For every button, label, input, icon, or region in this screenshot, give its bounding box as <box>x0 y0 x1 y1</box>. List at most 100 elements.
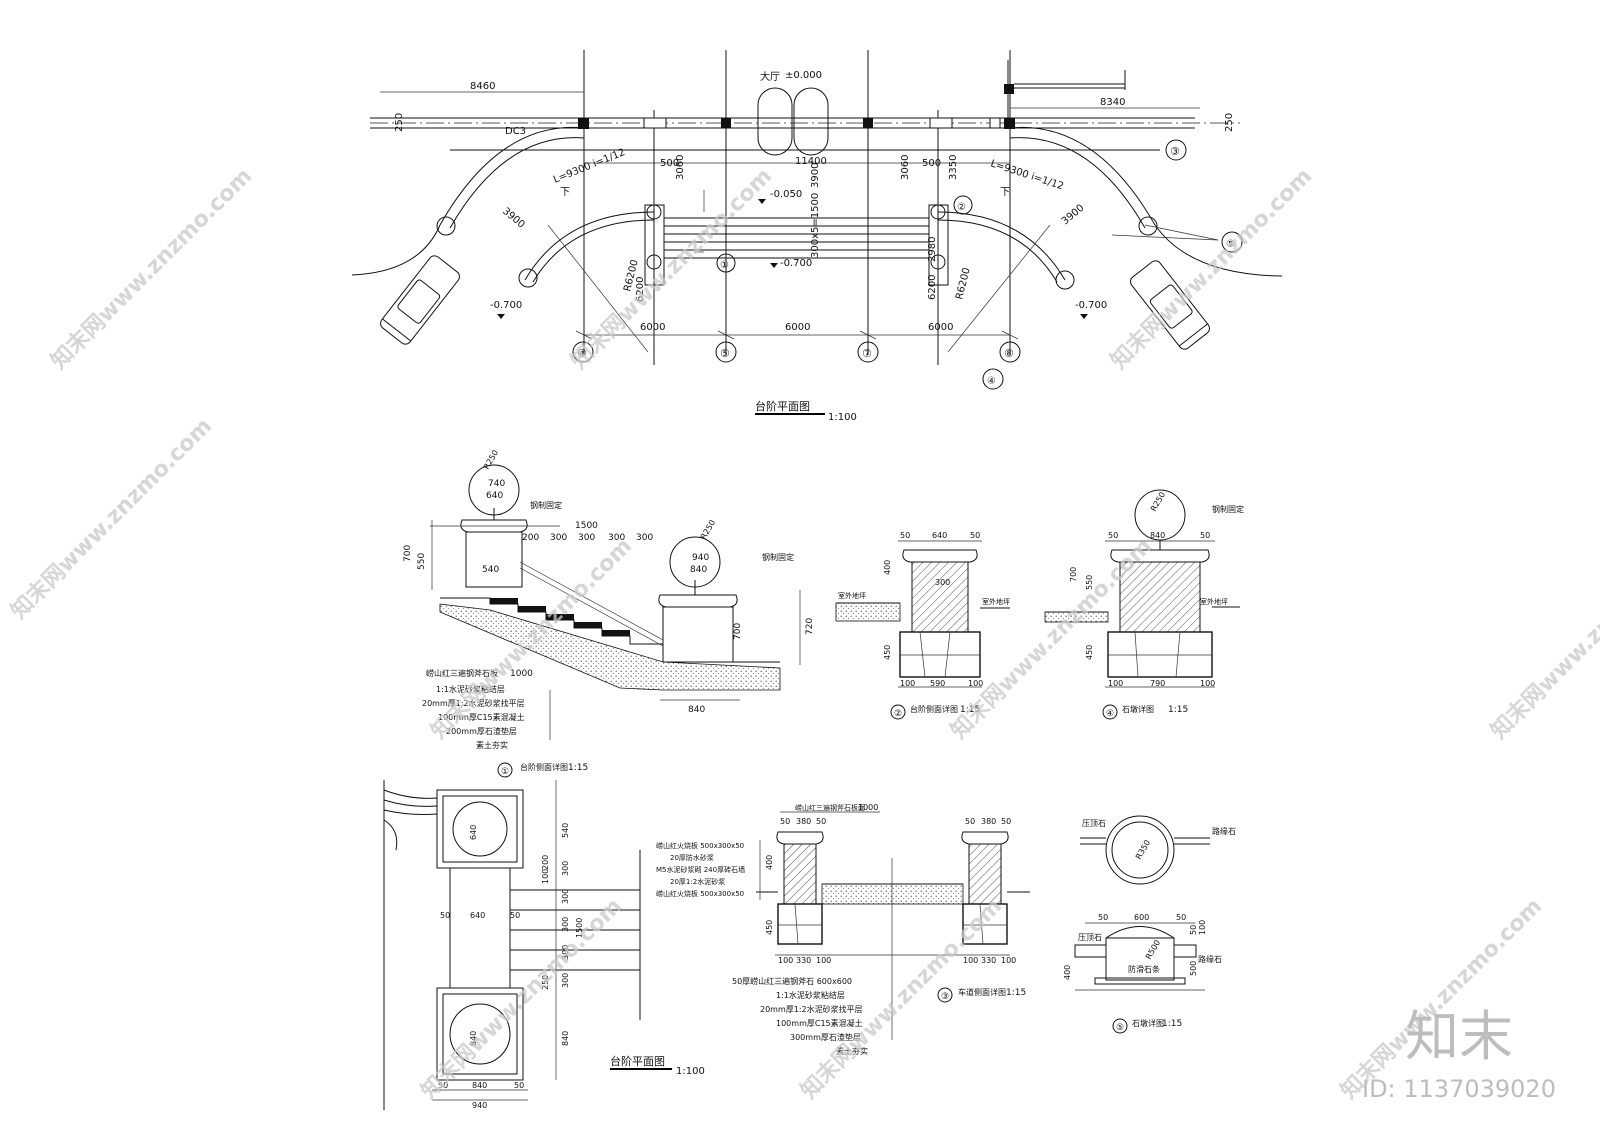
detail-5-bollard <box>1074 815 1210 1034</box>
d1-layer-5: 200mm厚石渣垫层 <box>446 726 517 736</box>
callout-4: ④ <box>987 376 996 387</box>
p2-dim-300e: 300 <box>561 973 570 988</box>
callout-2: ② <box>957 202 966 213</box>
d1-note-fix: 钢制固定 <box>762 552 794 562</box>
watermark-2: 知末网www.znzmo.com <box>566 163 777 374</box>
d5-dim-600: 600 <box>1134 913 1149 922</box>
d5-dim-100: 100 <box>1198 920 1207 935</box>
dim-3900: 3900 <box>810 163 821 188</box>
d1-layer-4: 100mm厚C15素混凝土 <box>438 712 525 722</box>
d2-dim-400: 400 <box>883 560 892 575</box>
d4-dim-790: 790 <box>1150 679 1165 688</box>
d4-title: 石墩详图 <box>1122 704 1154 714</box>
d3-dim-50b: 50 <box>816 817 826 826</box>
d1-layer-6: 素土夯实 <box>476 740 508 750</box>
d2-dim-50a: 50 <box>900 531 910 540</box>
radius-right: R6200 <box>954 267 973 301</box>
p2-dim-300c: 300 <box>561 917 570 932</box>
d5-label-curb: 路缘石 <box>1212 826 1236 836</box>
down-right: 下 <box>1000 187 1010 198</box>
d2-label-2: 室外地坪 <box>982 597 1010 606</box>
dim-3900-left: 3900 <box>500 206 527 231</box>
detail-5-labels: 压顶石 路缘石 压顶石 路缘石 防滑石条 R350 50 600 50 R500… <box>1063 819 1236 1033</box>
stair-plan-small-labels: 640 840 50 640 50 540 300 300 300 300 30… <box>438 823 705 1110</box>
d4-scale: 1:15 <box>1168 705 1188 715</box>
watermark-5: 知末网www.znzmo.com <box>426 533 637 744</box>
level-low-right: -0.700 <box>1075 300 1107 311</box>
d5-label-curb-2: 路缘石 <box>1198 954 1222 964</box>
d1-dim-1500: 1500 <box>575 521 598 531</box>
dim-bottom-2: 6000 <box>785 322 810 333</box>
d4-dim-840: 840 <box>1150 531 1165 540</box>
detail-2-side-section <box>835 540 1010 720</box>
level-low-left: -0.700 <box>490 300 522 311</box>
d3-layer-3: 20mm厚1:2水泥砂浆找平层 <box>760 1004 863 1014</box>
d4-dim-100a: 100 <box>1108 679 1123 688</box>
dim-250-left: 250 <box>394 113 405 132</box>
d3-left-note-2: 20厚防水砂浆 <box>670 853 714 862</box>
d5-label-capstone-2: 压顶石 <box>1078 933 1102 942</box>
p2-dim-940: 940 <box>472 1101 487 1110</box>
d2-marker: ② <box>894 709 902 719</box>
level-mid: -0.050 <box>770 189 802 200</box>
d1-dim-720: 720 <box>805 618 815 635</box>
down-left: 下 <box>560 187 570 198</box>
slope-left: L=9300 i=1/12 <box>552 147 627 186</box>
p2-dim-50c: 50 <box>438 1081 448 1090</box>
stair-plan-small <box>383 780 641 1110</box>
d5-label-strip: 防滑石条 <box>1128 964 1160 974</box>
d2-dim-450: 450 <box>883 645 892 660</box>
d4-dim-450: 450 <box>1085 645 1094 660</box>
d2-dim-590: 590 <box>930 679 945 688</box>
p2-dim-300d: 300 <box>561 945 570 960</box>
p2-dim-840b: 840 <box>472 1081 487 1090</box>
plan-title: 台阶平面图 <box>755 399 810 413</box>
watermark-1: 知末网www.znzmo.com <box>46 163 257 374</box>
d4-marker: ④ <box>1106 709 1114 719</box>
d3-left-note-3: M5水泥砂浆砌 240厚砖石墙 <box>656 865 745 874</box>
d1-dim-540: 540 <box>482 565 499 575</box>
d1-dim-1000: 1000 <box>510 669 533 679</box>
dim-6200-right: 6200 <box>927 275 938 300</box>
d1-dim-300a: 300 <box>550 533 567 543</box>
callout-1: ① <box>720 260 729 271</box>
dim-right-top: 8340 <box>1100 97 1125 108</box>
d2-dim-300: 300 <box>935 578 950 587</box>
d1-dim-840: 840 <box>690 565 707 575</box>
axis-7: ⑦ <box>862 347 872 360</box>
watermark-3: 知末网www.znzmo.com <box>1106 163 1317 374</box>
d3-dim-100b: 100 <box>816 956 831 965</box>
d4-dim-50b: 50 <box>1200 531 1210 540</box>
d3-dim-100d: 100 <box>1001 956 1016 965</box>
d4-dim-550: 550 <box>1085 575 1094 590</box>
d1-dim-300b: 300 <box>578 533 595 543</box>
d2-label-1: 室外地坪 <box>838 591 866 600</box>
d5-scale: 1:15 <box>1162 1019 1182 1029</box>
d3-dim-380a: 380 <box>796 817 811 826</box>
p2-scale: 1:100 <box>676 1066 705 1077</box>
d5-marker: ⑤ <box>1116 1023 1124 1033</box>
axis-3: ③ <box>1170 145 1180 158</box>
d5-dim-50a: 50 <box>1098 913 1108 922</box>
p2-dim-540: 540 <box>561 823 570 838</box>
d1-scale: 1:15 <box>568 763 588 773</box>
callout-5: ⑤ <box>1226 239 1235 250</box>
d3-dim-400: 400 <box>765 855 774 870</box>
d3-layer-2: 1:1水泥砂浆粘结层 <box>776 990 845 1000</box>
p2-dim-840side: 840 <box>561 1031 570 1046</box>
d3-left-note-5: 崂山红火烧板 500x300x50 <box>656 889 744 898</box>
d1-dim-940: 940 <box>692 553 709 563</box>
d1-marker: ① <box>501 767 509 777</box>
dim-left-top: 8460 <box>470 81 495 92</box>
watermark-id: ID: 1137039020 <box>1362 1075 1556 1103</box>
main-plan <box>351 50 1283 390</box>
d5-title: 石墩详图 <box>1132 1018 1164 1028</box>
d1-dim-700: 700 <box>403 545 413 562</box>
d3-dim-50a: 50 <box>780 817 790 826</box>
d1-layer-2: 1:1水泥砂浆粘结层 <box>436 684 505 694</box>
d4-label-ground: 室外地坪 <box>1200 597 1228 606</box>
d3-left-note-1: 崂山红火烧板 500x300x50 <box>656 841 744 850</box>
detail-2-labels: 50 640 50 400 300 450 100 590 100 室外地坪 室… <box>838 531 1010 719</box>
d3-dim-330a: 330 <box>796 956 811 965</box>
p2-dim-250: 250 <box>541 975 550 990</box>
